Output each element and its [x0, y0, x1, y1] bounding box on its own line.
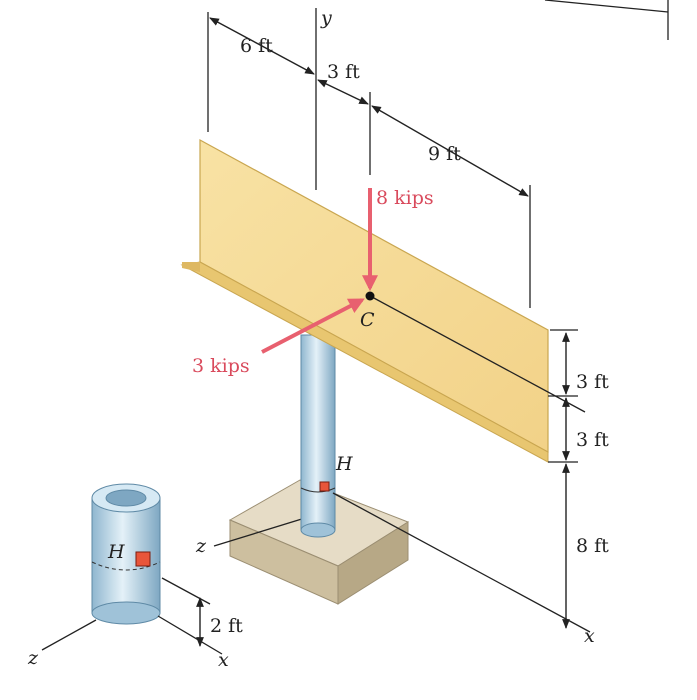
pole: [300, 334, 336, 538]
inset-dim-label: 2 ft: [210, 615, 243, 637]
inset-z-axis-label: z: [27, 647, 39, 669]
point-c-label: C: [360, 309, 375, 331]
dim-9ft-line: [371, 105, 529, 197]
partial-figure-edge: [544, 0, 669, 40]
force-3kips-label: 3 kips: [192, 355, 250, 377]
dim-3ft-label: 3 ft: [327, 61, 360, 83]
x-axis-label: x: [584, 625, 595, 647]
dim-v2-label: 3 ft: [576, 429, 609, 451]
y-axis-label: y: [320, 7, 332, 29]
inset-z-axis-line: [41, 619, 97, 651]
c-projection-line: [371, 296, 586, 413]
dim-v3-label: 8 ft: [576, 535, 609, 557]
point-h-label: H: [335, 453, 353, 475]
dim-9ft-label: 9 ft: [428, 143, 461, 165]
inset-x-axis-label: x: [218, 649, 229, 671]
sign-board: [180, 138, 549, 463]
dim-3ft-line: [317, 79, 369, 105]
inset-x-axis-line: [157, 615, 223, 655]
point-h-marker: [319, 481, 330, 492]
point-c: [365, 291, 375, 301]
dim-v1-label: 3 ft: [576, 371, 609, 393]
dim-6ft-label: 6 ft: [240, 35, 273, 57]
z-axis-label: z: [195, 535, 207, 557]
force-8kips-label: 8 kips: [376, 187, 434, 209]
inset-point-h-label: H: [107, 541, 125, 563]
force-3kips-arrow: [261, 298, 365, 354]
x-axis-line: [332, 492, 591, 633]
dim-6ft-line: [209, 17, 315, 75]
inset-point-h-marker: [135, 551, 151, 567]
